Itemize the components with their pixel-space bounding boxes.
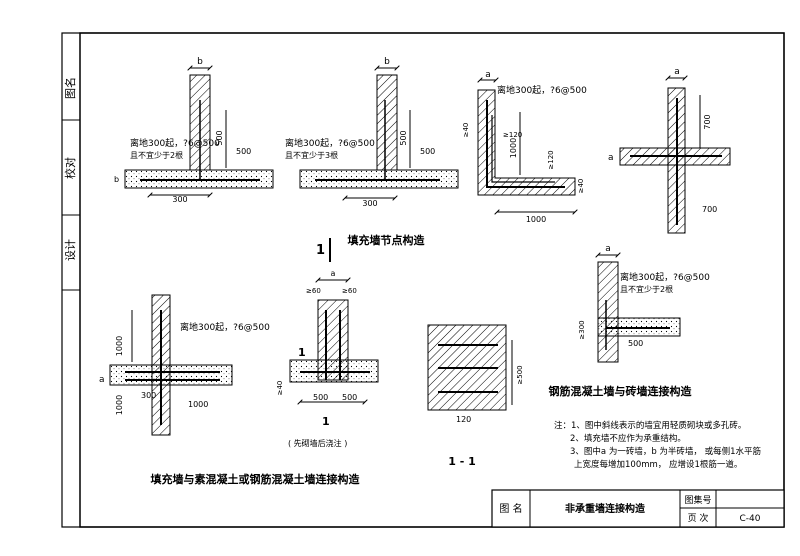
detail-5-dim-1000a: 1000 — [115, 336, 124, 356]
inner-frame — [79, 32, 785, 528]
detail-2-dim-500: 500 — [420, 147, 435, 156]
detail-2-dim-500-vertical: 500 — [399, 130, 408, 145]
detail-6-note: ( 先砌墙后浇注 ) — [288, 438, 347, 448]
detail-2-callout: 离地300起，?6@500 — [285, 137, 375, 149]
detail-7-dim-500: ≥500 — [516, 365, 524, 384]
detail-7: ≥500 120 1 - 1 — [427, 324, 524, 468]
title-rc-masonry: 钢筋混凝土墙与砖墙连接构造 — [549, 384, 693, 398]
detail-1-dim-500-vertical: 500 — [215, 130, 224, 145]
detail-3-dim-40b: ≥40 — [577, 179, 585, 194]
detail-1-callout-2: 且不宜少于2根 — [130, 150, 183, 160]
detail-8-callout-2: 且不宜少于2根 — [620, 284, 673, 294]
detail-5-dim-1000c: 1000 — [188, 400, 208, 409]
note-line-3: 3、图中a 为一砖墙，b 为半砖墙， 或每侧1水平筋 — [570, 446, 761, 457]
title-infill-node: 填充墙节点构造 — [348, 233, 426, 247]
detail-7-section-label: 1 - 1 — [448, 455, 476, 468]
side-label-drawing-name: 图名 — [63, 77, 77, 99]
detail-5: a 1000 离地300起，?6@500 1000 300 1000 — [99, 294, 270, 436]
detail-6-dim-60b: ≥60 — [342, 287, 357, 295]
detail-5-callout: 离地300起，?6@500 — [180, 321, 270, 333]
detail-5-slab — [109, 364, 233, 386]
side-label-design: 设计 — [64, 239, 77, 261]
note-line-4: 上宽度每增加100mm， 应增设1根筋一道。 — [574, 459, 742, 470]
detail-3-callout: 离地300起，?6@500 — [497, 84, 587, 96]
detail-1-dim-b: b — [114, 175, 119, 184]
detail-3-dim-120a: ≥120 — [503, 131, 522, 139]
detail-6-section-num: 1 — [298, 346, 306, 359]
notes: 注：1、图中斜线表示的墙宜用轻质砌块或多孔砖。 2、填充墙不应作为承重结构。 3… — [554, 420, 761, 470]
detail-2-callout-2: 且不宜少于3根 — [285, 150, 338, 160]
detail-6-dim-500a: 500 — [313, 393, 328, 402]
detail-4-dim-top: a — [674, 67, 680, 77]
title-block-page-label: 页 次 — [688, 512, 709, 524]
detail-8: a 离地300起，?6@500 且不宜少于2根 ≥300 500 — [578, 244, 710, 363]
detail-5-dim-300: 300 — [141, 391, 156, 400]
detail-1-dim-top: b — [197, 57, 203, 67]
detail-3-dim-1000-vertical: 1000 — [509, 138, 518, 158]
detail-3-dim-40: ≥40 — [462, 123, 470, 138]
detail-2: b 离地300起，?6@500 且不宜少于3根 500 500 300 — [285, 57, 459, 208]
detail-6-dim-500b: 500 — [342, 393, 357, 402]
detail-1-dim-500: 500 — [236, 147, 251, 156]
detail-2-wall — [376, 74, 398, 171]
side-label-check: 校对 — [63, 157, 77, 179]
detail-2-dim-300: 300 — [362, 199, 377, 208]
title-block: 图 名 非承重墙连接构造 图集号 页 次 C-40 — [491, 489, 785, 528]
title-block-page-value: C-40 — [740, 514, 761, 524]
detail-1-callout: 离地300起，?6@500 — [130, 137, 220, 149]
detail-5-dim-1000b: 1000 — [115, 395, 124, 415]
detail-6-section-num-bottom: 1 — [322, 415, 330, 428]
detail-6: a ≥60 ≥60 ≥40 500 500 1 1 ( 先砌墙后浇注 ) — [276, 269, 379, 448]
detail-4-dim-700a: 700 — [703, 114, 712, 129]
note-line-2: 2、填充墙不应作为承重结构。 — [570, 433, 686, 444]
detail-2-dim-top: b — [384, 57, 390, 67]
title-infill-concrete: 填充墙与素混凝土或钢筋混凝土墙连接构造 — [151, 472, 361, 486]
detail-7-dim-120: 120 — [456, 415, 471, 424]
detail-6-dim-a: a — [331, 269, 336, 278]
detail-8-wall — [597, 261, 619, 363]
detail-8-callout: 离地300起，?6@500 — [620, 271, 710, 283]
side-strip: 图名 校对 设计 — [63, 77, 77, 261]
detail-3-dim-top: a — [485, 70, 491, 80]
section-marker-1: 1 — [316, 243, 325, 258]
detail-4: a 700 a 700 — [608, 67, 731, 234]
detail-3-dim-1000: 1000 — [526, 215, 546, 224]
detail-3-dim-120b: ≥120 — [547, 150, 555, 169]
detail-1-dim-300: 300 — [172, 195, 187, 204]
title-block-name-value: 非承重墙连接构造 — [565, 502, 646, 515]
detail-6-dim-40: ≥40 — [276, 381, 284, 396]
detail-8-dim-300: ≥300 — [578, 320, 586, 339]
detail-3: a 离地300起，?6@500 ≥40 ≥120 1000 ≥120 ≥40 1… — [462, 70, 587, 224]
detail-6-dim-60a: ≥60 — [306, 287, 321, 295]
detail-8-dim-a: a — [605, 244, 611, 254]
detail-4-dim-a: a — [608, 153, 614, 163]
note-line-1: 注：1、图中斜线表示的墙宜用轻质砌块或多孔砖。 — [554, 420, 746, 431]
detail-4-dim-700b: 700 — [702, 205, 717, 214]
detail-1: b 离地300起，?6@500 且不宜少于2根 500 500 300 b — [114, 57, 274, 204]
title-block-atlas-label: 图集号 — [684, 494, 711, 506]
detail-8-dim-500: 500 — [628, 339, 643, 348]
title-block-name-label: 图 名 — [499, 502, 522, 515]
detail-5-dim-a: a — [99, 375, 105, 385]
